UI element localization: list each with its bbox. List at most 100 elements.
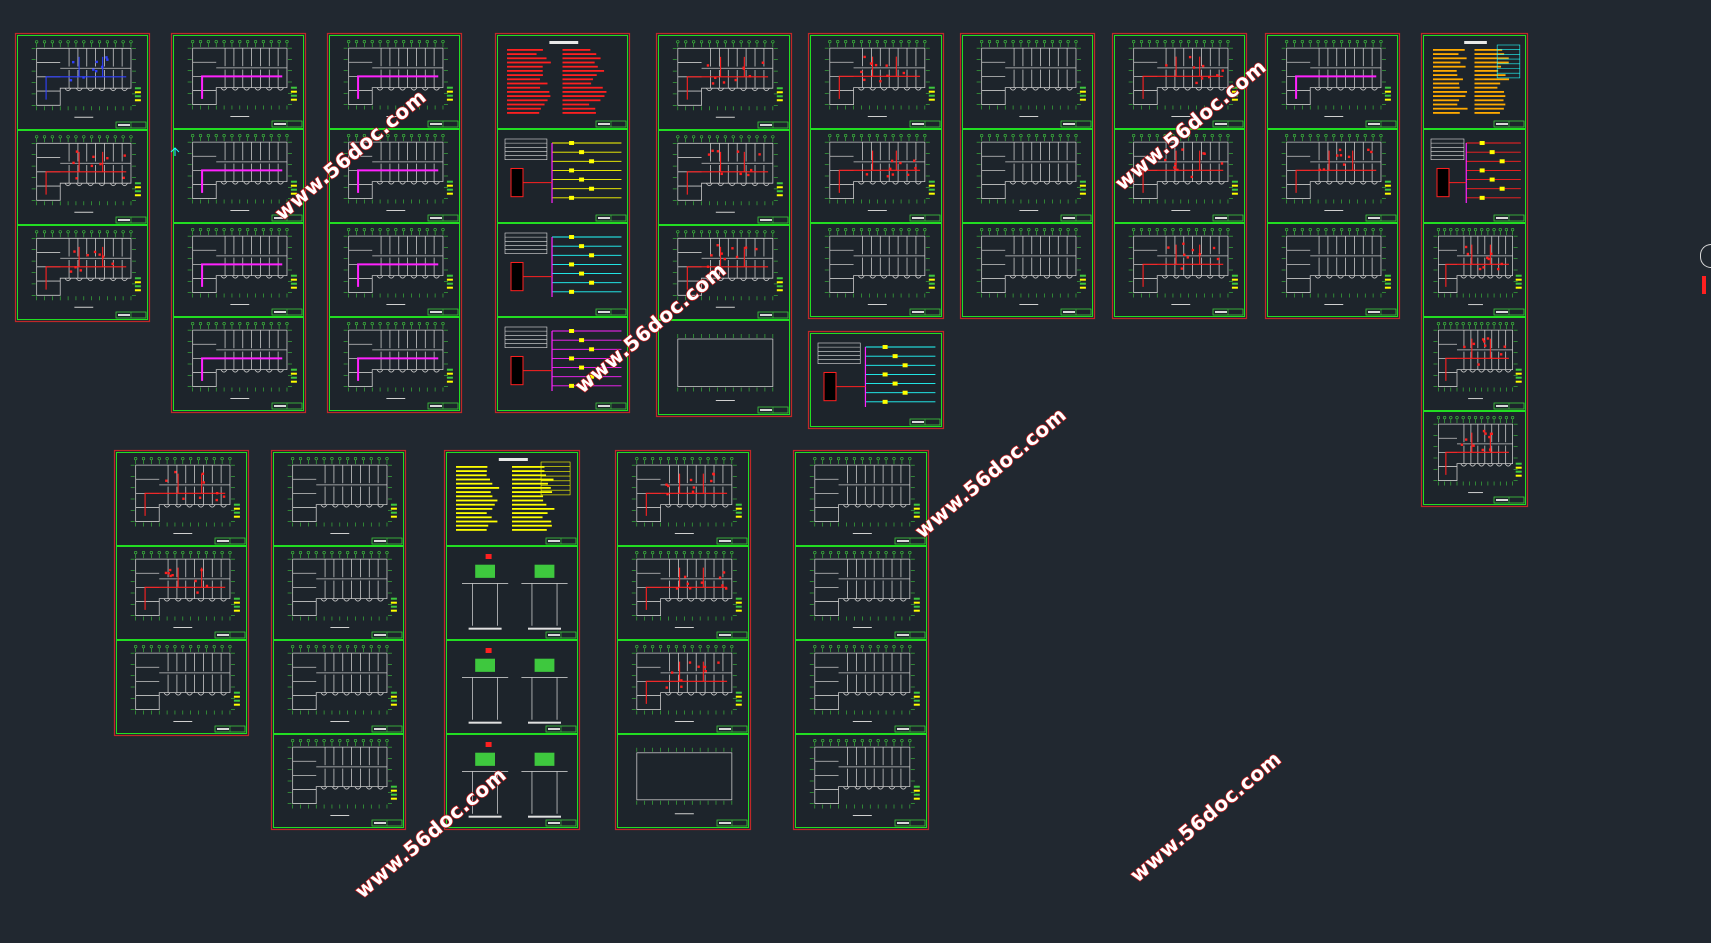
sheet-column [270,449,407,831]
drawing-sheet[interactable] [617,452,749,546]
title-block [757,406,789,414]
sheet-column [14,32,151,323]
drawing-sheet[interactable] [116,640,247,734]
drawing-sheet[interactable] [1423,223,1526,317]
drawing-sheet[interactable] [329,129,460,223]
drawing-sheet[interactable] [1267,223,1398,317]
drawing-sheet[interactable] [1114,35,1245,129]
sheet-column [326,32,463,414]
sheet-column [494,32,631,414]
title-block [894,631,926,639]
drawing-sheet[interactable] [810,223,942,317]
drawing-sheet[interactable] [1423,35,1526,129]
drawing-sheet[interactable] [173,223,304,317]
drawing-sheet[interactable] [497,35,628,129]
drawing-sheet[interactable] [273,546,404,640]
drawing-sheet[interactable] [1423,129,1526,223]
drawing-sheet[interactable] [1114,223,1245,317]
drawing-sheet[interactable] [273,640,404,734]
title-block [427,214,459,222]
drawing-sheet[interactable] [497,129,628,223]
title-block [271,214,303,222]
title-block [757,121,789,129]
drawing-sheet[interactable] [17,35,148,130]
drawing-sheet[interactable] [1267,129,1398,223]
sheet-column [807,330,945,430]
drawing-sheet[interactable] [17,130,148,225]
title-block [371,537,403,545]
drawing-sheet[interactable] [1114,129,1245,223]
title-block [595,308,627,316]
drawing-sheet[interactable] [1267,35,1398,129]
drawing-sheet[interactable] [962,35,1093,129]
drawing-sheet[interactable] [810,35,942,129]
drawing-sheet[interactable] [273,734,404,828]
drawing-sheet[interactable] [617,734,749,828]
title-block [427,120,459,128]
sheet-column [1264,32,1401,320]
drawing-sheet[interactable] [617,640,749,734]
sheet-column [113,449,250,737]
drawing-sheet[interactable] [116,546,247,640]
title-block [214,537,246,545]
drawing-sheet[interactable] [497,317,628,411]
drawing-sheet[interactable] [962,129,1093,223]
drawing-sheet[interactable] [329,35,460,129]
drawing-sheet[interactable] [658,35,790,130]
drawing-sheet[interactable] [446,640,578,734]
title-block [545,725,577,733]
drawing-sheet[interactable] [446,546,578,640]
drawing-sheet[interactable] [795,640,927,734]
title-block [1493,402,1525,410]
title-block [894,819,926,827]
sheet-column [614,449,752,831]
drawing-sheet[interactable] [658,225,790,320]
sheet-column [792,449,930,831]
drawing-sheet[interactable] [173,129,304,223]
drawing-sheet[interactable] [795,452,927,546]
drawing-sheet[interactable] [173,317,304,411]
title-block [909,418,941,426]
drawing-sheet[interactable] [329,223,460,317]
title-block [595,214,627,222]
title-block [1212,120,1244,128]
drawing-sheet[interactable] [116,452,247,546]
drawing-sheet[interactable] [658,320,790,415]
drawing-sheet[interactable] [273,452,404,546]
watermark-text: www.56doc.com [350,762,511,903]
drawing-sheet[interactable] [446,734,578,828]
title-block [1212,214,1244,222]
drawing-sheet[interactable] [795,734,927,828]
title-block [115,121,147,129]
sheet-column [443,449,581,831]
drawing-sheet[interactable] [173,35,304,129]
watermark-text: www.56doc.com [570,257,731,398]
offscreen-sheet-edge [1702,276,1706,294]
drawing-sheet[interactable] [329,317,460,411]
title-block [1493,308,1525,316]
title-block [1365,308,1397,316]
watermark-text: www.56doc.com [1110,54,1271,195]
drawing-sheet[interactable] [446,452,578,546]
watermark-text: www.56doc.com [910,402,1071,543]
drawing-sheet[interactable] [497,223,628,317]
title-block [1060,214,1092,222]
drawing-sheet[interactable] [658,130,790,225]
title-block [371,725,403,733]
title-block [757,216,789,224]
drawing-sheet[interactable] [810,129,942,223]
drawing-sheet[interactable] [810,333,942,427]
drawing-sheet[interactable] [795,546,927,640]
drawing-sheet[interactable] [1423,317,1526,411]
drawing-sheet[interactable] [617,546,749,640]
title-block [716,725,748,733]
title-block [271,308,303,316]
drawing-sheet[interactable] [1423,411,1526,505]
title-block [1365,120,1397,128]
title-block [1060,120,1092,128]
drawing-sheet[interactable] [962,223,1093,317]
title-block [271,120,303,128]
drawing-sheet[interactable] [17,225,148,320]
watermark-text: www.56doc.com [1125,746,1286,887]
